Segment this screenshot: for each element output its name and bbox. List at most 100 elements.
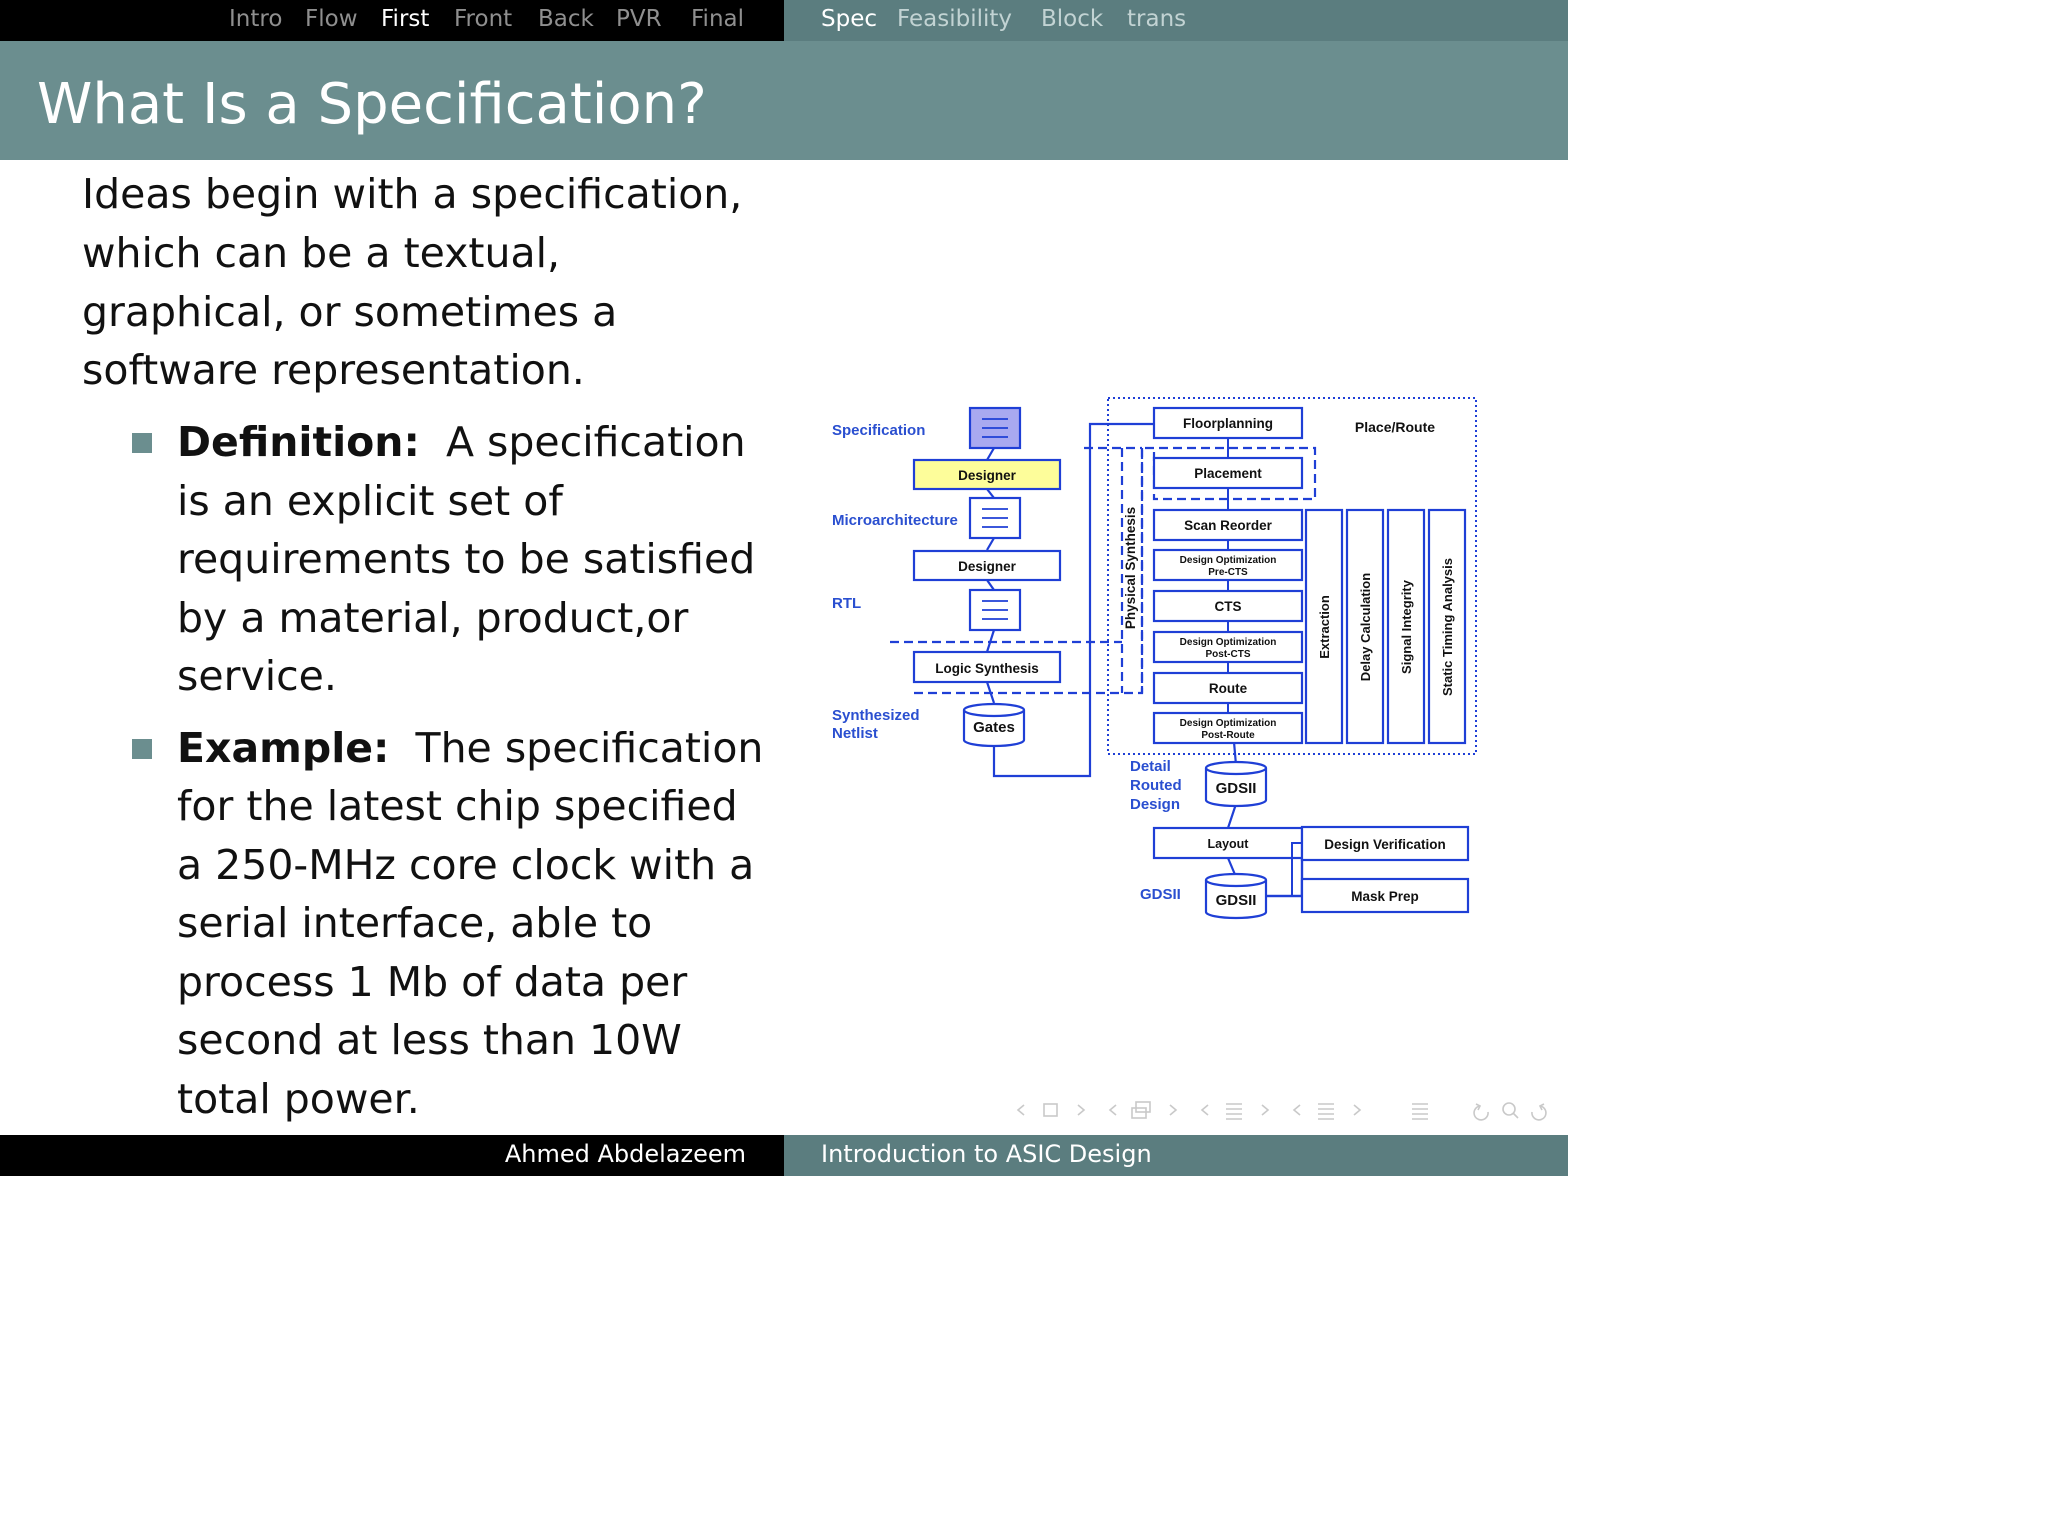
design-optimization-label: Design Optimization — [1180, 637, 1277, 648]
backend-boxes — [1152, 825, 1470, 914]
designer-box — [912, 458, 1062, 491]
definition-first-line: Definition: A specification — [177, 418, 746, 466]
definition-line: by a material, product,or — [177, 594, 689, 642]
scan-reorder-label: Scan Reorder — [1184, 518, 1273, 533]
backend-labels: Layout Design Verification Mask Prep — [1208, 837, 1446, 904]
footer-author: Ahmed Abdelazeem — [504, 1140, 746, 1168]
backend-connectors — [1266, 842, 1302, 897]
nav-section-flow[interactable]: Flow — [305, 6, 358, 32]
nav-subsection-block[interactable]: Block — [1041, 6, 1104, 32]
gdsii-label: GDSII — [1216, 780, 1257, 797]
nav-section-first[interactable]: First — [381, 6, 430, 32]
logic-synthesis-box — [912, 650, 1062, 684]
nav-subsection-feasibility[interactable]: Feasibility — [897, 6, 1012, 32]
example-line: second at less than 10W — [177, 1016, 682, 1064]
nav-section-intro[interactable]: Intro — [229, 6, 283, 32]
stage-label-gdsii: GDSII — [1140, 886, 1181, 903]
definition-term: Definition: — [177, 418, 420, 466]
example-line: a 250-MHz core clock with a — [177, 841, 755, 889]
intro-line: Ideas begin with a specification, — [82, 170, 743, 218]
nav-section-final[interactable]: Final — [691, 6, 745, 32]
route-label: Route — [1209, 681, 1248, 696]
example-term: Example: — [177, 724, 390, 772]
asic-flow-diagram: Specification Microarchitecture RTL Synt… — [832, 397, 1477, 920]
section-nav: Intro Flow First Front Back PVR Final — [0, 0, 784, 41]
place-route-label: Place/Route — [1355, 419, 1435, 435]
layout-label: Layout — [1208, 837, 1250, 851]
example-first-line: Example: The specification — [177, 724, 763, 772]
gdsii-label: GDSII — [1216, 892, 1257, 909]
bullet-marker — [132, 433, 152, 453]
bullet-marker — [132, 739, 152, 759]
nav-section-front[interactable]: Front — [454, 6, 513, 32]
static-timing-analysis-label: Static Timing Analysis — [1440, 558, 1455, 696]
footer-course: Introduction to ASIC Design — [821, 1140, 1152, 1168]
placement-box — [1152, 456, 1304, 490]
gdsii-cylinder: GDSII — [1204, 872, 1268, 920]
nav-section-back[interactable]: Back — [538, 6, 594, 32]
post-route-label: Post-Route — [1201, 730, 1255, 741]
example-line: process 1 Mb of data per — [177, 958, 688, 1006]
pre-cts-label: Pre-CTS — [1208, 567, 1248, 578]
nav-section-pvr[interactable]: PVR — [616, 6, 662, 32]
gates-label: Gates — [973, 719, 1015, 736]
stage-label-netlist: Netlist — [832, 725, 878, 742]
stage-label-microarchitecture: Microarchitecture — [832, 512, 958, 529]
cts-label: CTS — [1215, 599, 1242, 614]
stage-label-specification: Specification — [832, 422, 925, 439]
stage-label-routed: Routed — [1130, 777, 1182, 794]
gdsii-cylinder: GDSII — [1204, 760, 1268, 808]
placement-label: Placement — [1194, 466, 1262, 481]
gates-cylinder: Gates — [962, 702, 1026, 748]
analysis-labels: Extraction Delay Calculation Signal Inte… — [1317, 558, 1455, 696]
analysis-columns — [1304, 508, 1467, 745]
footer-author-bar: Ahmed Abdelazeem — [0, 1135, 784, 1176]
step-boxes — [1152, 406, 1304, 745]
designer-label: Designer — [958, 468, 1017, 483]
signal-integrity-box — [1386, 508, 1426, 745]
subsection-nav: Spec Feasibility Block trans — [784, 0, 1568, 41]
definition-line: is an explicit set of — [177, 477, 563, 525]
design-optimization-pre-cts-box — [1152, 548, 1304, 582]
frame-nav-icon[interactable] — [1016, 1103, 1086, 1117]
design-verification-box — [1300, 825, 1470, 862]
design-optimization-label: Design Optimization — [1180, 718, 1277, 729]
document-nav-icon[interactable] — [1292, 1103, 1362, 1120]
subsection-nav-icon[interactable] — [1108, 1101, 1178, 1119]
stage-label-rtl: RTL — [832, 595, 861, 612]
nav-subsection-trans[interactable]: trans — [1127, 6, 1187, 32]
step-labels: Floorplanning Placement Scan Reorder Des… — [1180, 416, 1277, 741]
footer-course-bar: Introduction to ASIC Design — [784, 1135, 1568, 1176]
post-cts-label: Post-CTS — [1206, 649, 1251, 660]
slide-title: What Is a Specification? — [37, 72, 707, 137]
top-navigation-bar: Intro Flow First Front Back PVR Final Sp… — [0, 0, 1568, 41]
definition-line: requirements to be satisfied — [177, 535, 756, 583]
physical-synthesis-label: Physical Synthesis — [1123, 507, 1138, 629]
back-search-icon[interactable] — [1473, 1102, 1547, 1121]
stage-labels: Specification Microarchitecture RTL Synt… — [832, 422, 1182, 903]
spec-document-icon — [968, 406, 1022, 450]
extraction-box — [1304, 508, 1344, 745]
static-timing-analysis-box — [1427, 508, 1467, 745]
logic-synthesis-label: Logic Synthesis — [935, 661, 1039, 676]
dashed-regions — [890, 446, 1317, 695]
floorplanning-label: Floorplanning — [1183, 416, 1273, 431]
delay-calculation-label: Delay Calculation — [1358, 573, 1373, 681]
designer-label: Designer — [958, 559, 1017, 574]
intro-line: software representation. — [82, 346, 585, 394]
title-band — [0, 41, 1568, 160]
microarchitecture-document-icon — [968, 496, 1022, 540]
example-line: serial interface, able to — [177, 899, 653, 947]
design-optimization-label: Design Optimization — [1180, 555, 1277, 566]
beamer-navigation-symbols — [1016, 1101, 1547, 1121]
place-route-region — [1107, 397, 1477, 755]
nav-subsection-spec[interactable]: Spec — [821, 6, 877, 32]
example-line: for the latest chip specified — [177, 782, 738, 830]
designer-box — [912, 549, 1062, 582]
rtl-document-icon — [968, 588, 1022, 632]
section-nav-icon[interactable] — [1200, 1103, 1270, 1120]
intro-line: graphical, or sometimes a — [82, 288, 618, 336]
appendix-nav-icon[interactable] — [1412, 1103, 1428, 1120]
floorplanning-box — [1152, 406, 1304, 440]
stage-label-synthesized: Synthesized — [832, 707, 920, 724]
